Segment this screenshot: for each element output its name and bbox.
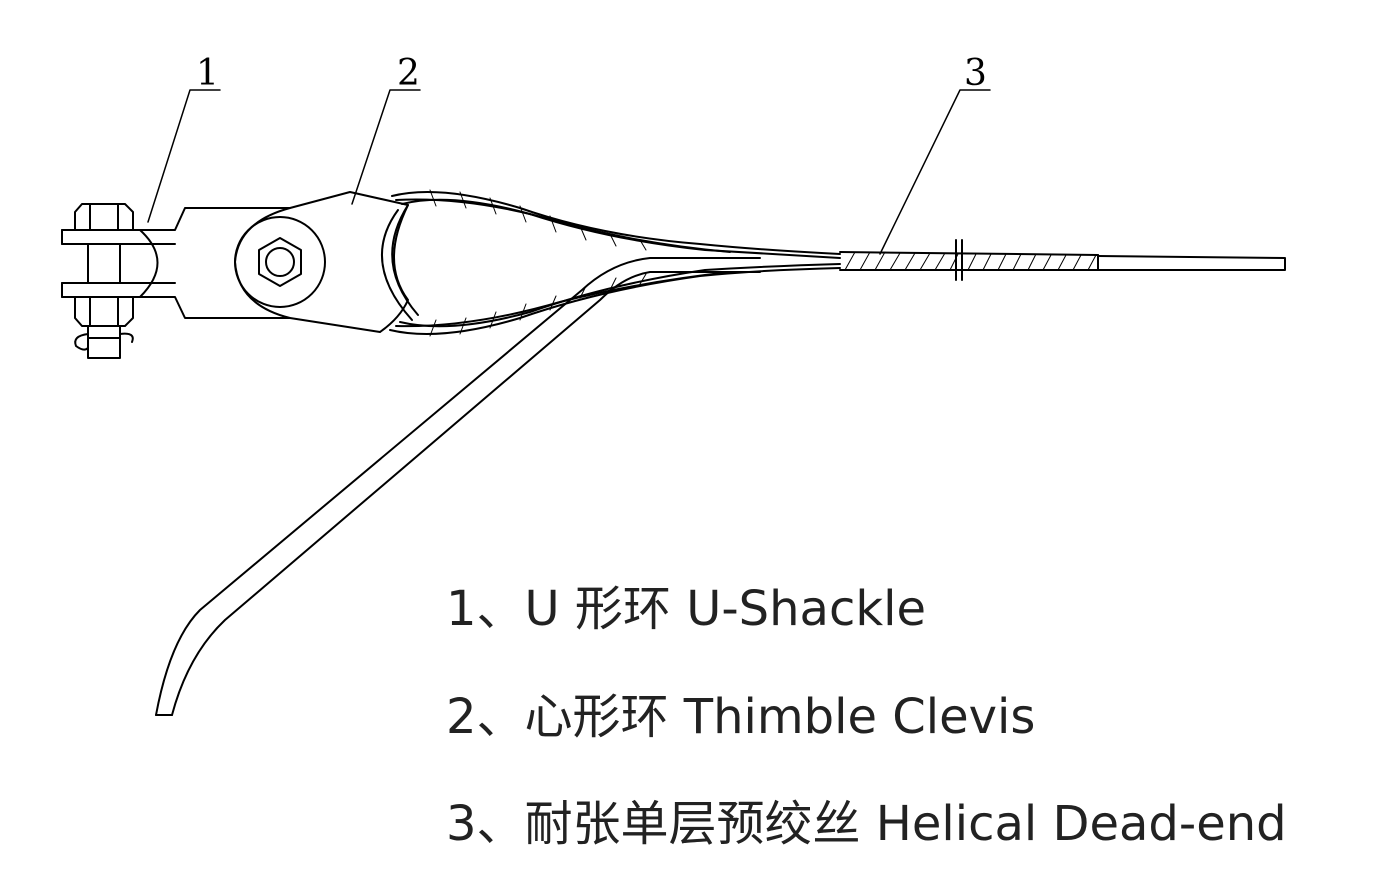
- leader-line-3: [879, 89, 991, 255]
- callout-label-3: 3: [964, 53, 987, 94]
- leader-lines: [147, 89, 991, 255]
- thimble-clevis: [234, 191, 419, 333]
- callout-label-2: 2: [397, 53, 420, 94]
- helical-dead-end: [389, 189, 1286, 337]
- legend-item-helical-dead-end: 3、耐张单层预绞丝 Helical Dead-end: [446, 796, 1287, 852]
- helical-rod-tail: [155, 257, 761, 716]
- leader-line-2: [351, 89, 421, 205]
- leader-line-1: [147, 89, 221, 223]
- u-shackle: [61, 203, 291, 359]
- legend-item-thimble-clevis: 2、心形环 Thimble Clevis: [446, 689, 1036, 745]
- callout-label-1: 1: [196, 53, 219, 94]
- legend-item-u-shackle: 1、U 形环 U-Shackle: [446, 581, 927, 637]
